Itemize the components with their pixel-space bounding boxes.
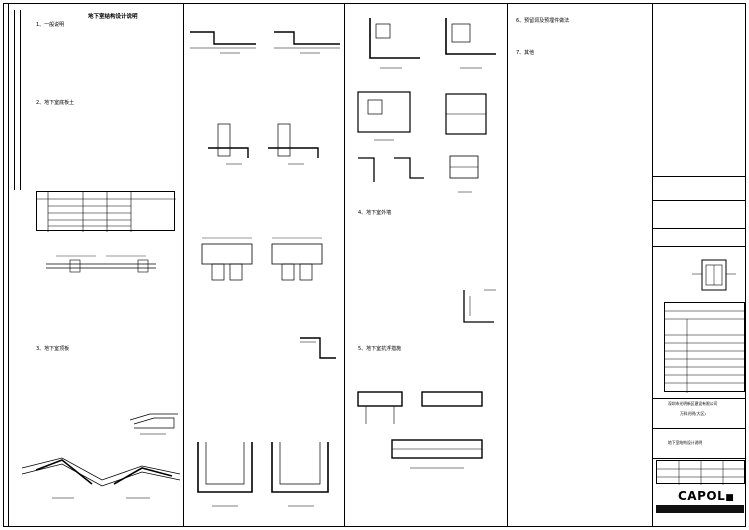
pile-cap-detail — [201, 237, 323, 281]
project-owner: 深圳市光明新区建设有限公司 — [668, 401, 718, 406]
titleblock-row — [653, 428, 745, 429]
wall-penetration-detail — [463, 289, 496, 323]
section-heading-4: 4、地下室外墙 — [358, 210, 392, 216]
section-heading-2: 2、地下室底板土 — [36, 100, 75, 106]
logo-mark-icon: ■ — [725, 493, 735, 503]
ramp-detail — [129, 413, 178, 435]
titleblock-row — [653, 398, 745, 399]
titleblock-row — [653, 246, 745, 247]
sump-pit-detail — [197, 442, 329, 507]
section-heading-1: 1、一般说明 — [36, 22, 65, 28]
titleblock-row — [653, 200, 745, 201]
sheet-border — [3, 3, 746, 527]
revision-grid-lines — [657, 461, 746, 485]
column-divider — [507, 4, 508, 526]
column-base-detail — [208, 123, 319, 165]
column-divider — [344, 4, 345, 526]
anti-float-detail — [357, 391, 483, 469]
titleblock-row — [653, 176, 745, 177]
logo-text: CAPOL — [678, 489, 726, 503]
small-section-details — [358, 155, 479, 193]
binding-line — [8, 4, 9, 526]
column-divider — [183, 4, 184, 526]
revision-grid — [656, 460, 746, 485]
schedule-table — [36, 191, 176, 232]
stamp-column-line — [14, 10, 15, 190]
titleblock-divider — [652, 4, 653, 526]
titleblock-row — [653, 228, 745, 229]
ramp-profile-detail — [21, 457, 181, 499]
slab-section-detail — [46, 255, 156, 273]
project-name: 万科光明(大区) — [680, 411, 706, 416]
approval-grid — [664, 302, 746, 393]
stamp-column-line — [20, 10, 21, 190]
company-logo: CAPOL■ — [678, 489, 734, 503]
drawing-title: 地下室结构设计说明 — [668, 440, 703, 445]
key-plan — [692, 259, 736, 291]
opening-reinforcement-detail — [357, 91, 487, 141]
wall-base-detail — [190, 31, 340, 54]
titleblock-row — [653, 458, 745, 459]
sheet-title: 地下室结构设计说明 — [88, 14, 138, 20]
edge-detail — [300, 337, 336, 359]
section-heading-3: 3、地下室顶板 — [36, 346, 70, 352]
wall-corner-detail — [369, 18, 496, 69]
section-heading-6: 6、预留洞及预埋件做法 — [516, 18, 570, 24]
section-heading-5: 5、地下室抗浮措施 — [358, 346, 402, 352]
logo-bar — [656, 505, 744, 513]
approval-grid-lines — [665, 310, 746, 393]
schedule-table-grid — [37, 192, 176, 232]
section-heading-7: 7、其他 — [516, 50, 535, 56]
